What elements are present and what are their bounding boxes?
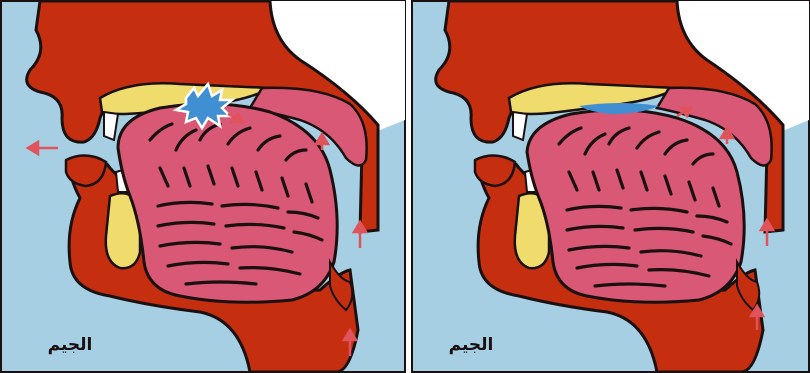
tongue: [118, 104, 337, 302]
letter-label: الجيم: [48, 335, 93, 355]
midsagittal-diagram-release: الجيم: [411, 0, 810, 373]
diagram-panel-right: الجيم: [411, 0, 810, 373]
midsagittal-diagram-closure: الجيم: [0, 0, 406, 373]
diagram-panel-left: الجيم: [0, 0, 406, 373]
tongue: [527, 110, 744, 302]
letter-label: الجيم: [449, 335, 494, 355]
